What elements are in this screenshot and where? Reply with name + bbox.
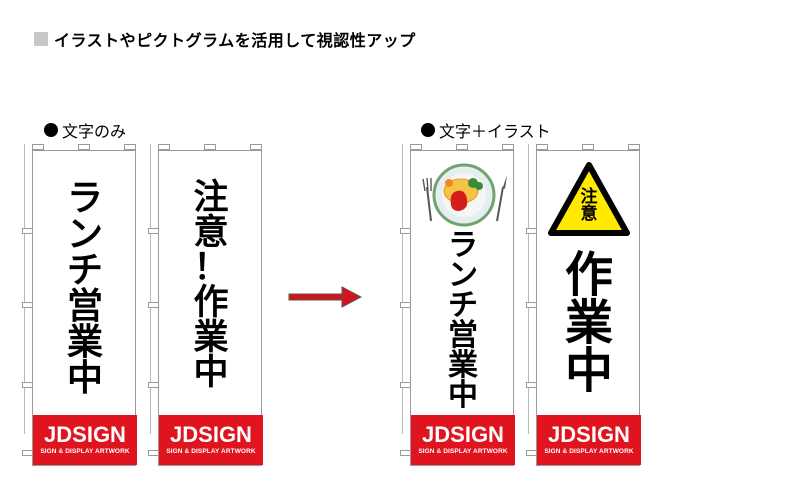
banner-glyph: ン bbox=[448, 258, 478, 293]
banner-glyph: チ bbox=[448, 288, 478, 323]
section-label-text: 文字のみ bbox=[62, 122, 127, 141]
banner-flag-caution-illustrated: 注意 作業中 JDSIGN SIGN & DISPLAY ARTWORK bbox=[526, 144, 641, 466]
bullet-icon bbox=[421, 123, 435, 137]
right-arrow-icon bbox=[288, 286, 362, 308]
banner-glyph: 中 bbox=[448, 378, 478, 413]
section-label-text-illustration: 文字＋イラスト bbox=[421, 118, 551, 142]
brand-logo-text: JDSIGN bbox=[44, 422, 126, 447]
banner-glyph: チ bbox=[66, 250, 103, 291]
banner-glyph: ！ bbox=[193, 248, 229, 288]
brand-tagline: SIGN & DISPLAY ARTWORK bbox=[40, 448, 130, 455]
banner-glyph: ン bbox=[66, 214, 103, 255]
banner-flag-caution-text-only: 注意！作業中 JDSIGN SIGN & DISPLAY ARTWORK bbox=[148, 144, 263, 466]
banner-glyph: 業 bbox=[66, 322, 103, 363]
banner-glyph: 中 bbox=[564, 343, 613, 399]
banner-glyph: ラ bbox=[66, 178, 103, 219]
banner-glyph: 注 bbox=[580, 187, 598, 207]
brand-logo-text: JDSIGN bbox=[170, 422, 252, 447]
banner-glyph: 中 bbox=[193, 353, 229, 393]
brand-footer: JDSIGN SIGN & DISPLAY ARTWORK bbox=[537, 415, 641, 465]
brand-tagline: SIGN & DISPLAY ARTWORK bbox=[418, 448, 508, 455]
banner-flag-lunch-text-only: ランチ営業中 JDSIGN SIGN & DISPLAY ARTWORK bbox=[22, 144, 137, 466]
banner-glyph: 業 bbox=[564, 295, 613, 351]
brand-tagline: SIGN & DISPLAY ARTWORK bbox=[166, 448, 256, 455]
banner-glyph: 業 bbox=[448, 348, 478, 383]
warning-triangle-icon bbox=[548, 162, 630, 236]
banner-glyph: 営 bbox=[66, 286, 103, 327]
page-title: イラストやピクトグラムを活用して視認性アップ bbox=[34, 28, 416, 50]
title-marker-icon bbox=[34, 32, 48, 46]
banner-glyph: 意 bbox=[580, 204, 598, 224]
banner-glyph: ラ bbox=[448, 228, 478, 263]
brand-footer: JDSIGN SIGN & DISPLAY ARTWORK bbox=[411, 415, 515, 465]
banner-vertical-text: 注意！作業中 bbox=[159, 181, 263, 391]
banner-glyph: 意 bbox=[193, 213, 229, 253]
banner-flag-lunch-illustrated: ランチ営業中 JDSIGN SIGN & DISPLAY ARTWORK bbox=[400, 144, 515, 466]
brand-logo-text: JDSIGN bbox=[422, 422, 504, 447]
bullet-icon bbox=[44, 123, 58, 137]
banner-vertical-text: ランチ営業中 bbox=[411, 231, 515, 411]
banner-glyph: 中 bbox=[66, 358, 103, 399]
banner-glyph: 作 bbox=[193, 283, 229, 323]
section-label-text-only: 文字のみ bbox=[44, 118, 126, 142]
banner-vertical-text: ランチ営業中 bbox=[33, 181, 137, 397]
banner-glyph: 営 bbox=[448, 318, 478, 353]
banner-glyph: 業 bbox=[193, 318, 229, 358]
warning-sign-text: 注意 bbox=[537, 189, 641, 223]
brand-tagline: SIGN & DISPLAY ARTWORK bbox=[544, 448, 634, 455]
banner-glyph: 作 bbox=[564, 247, 613, 303]
brand-footer: JDSIGN SIGN & DISPLAY ARTWORK bbox=[159, 415, 263, 465]
banner-glyph: 注 bbox=[193, 178, 229, 218]
brand-logo-text: JDSIGN bbox=[548, 422, 630, 447]
omelette-rice-plate-icon bbox=[422, 163, 507, 227]
page-title-text: イラストやピクトグラムを活用して視認性アップ bbox=[54, 31, 416, 50]
banner-vertical-text: 作業中 bbox=[537, 251, 641, 395]
section-label-text: 文字＋イラスト bbox=[439, 122, 551, 141]
brand-footer: JDSIGN SIGN & DISPLAY ARTWORK bbox=[33, 415, 137, 465]
